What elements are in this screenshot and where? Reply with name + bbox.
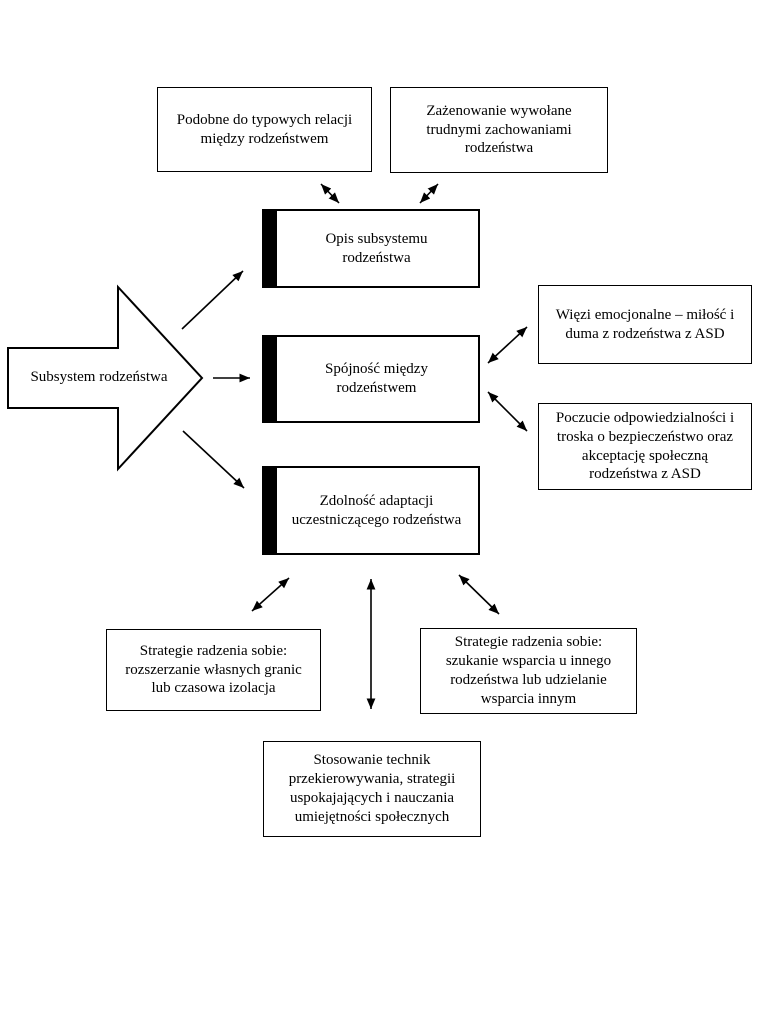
arrow-opis-zazenowanie <box>419 183 439 204</box>
box-coping-isolation-label: Strategie radzenia sobie: rozszerzanie w… <box>125 642 302 697</box>
arrow-zdolnosc-strategie-right <box>458 574 500 615</box>
box-adaptation-ability: Zdolność adaptacji uczestniczącego rodze… <box>262 466 480 555</box>
arrow-spojnosc-poczucie <box>487 391 528 432</box>
box-emotional-bonds-label: Więzi emocjonalne – miłość i duma z rodz… <box>555 306 735 342</box>
box-responsibility-label: Poczucie odpowiedzialności i troska o be… <box>555 409 735 483</box>
arrow-zdolnosc-strategie-left <box>251 577 290 612</box>
box-embarrassment-label: Zażenowanie wywołane trudnymi zachowania… <box>426 102 572 157</box>
arrow-to-opis <box>181 270 244 330</box>
box-typical-relations: Podobne do typowych relacji między rodze… <box>157 87 372 172</box>
box-subsystem-description: Opis subsystemu rodzeństwa <box>262 209 480 288</box>
box-emotional-bonds: Więzi emocjonalne – miłość i duma z rodz… <box>538 285 752 364</box>
box-techniques-label: Stosowanie technik przekierowywania, str… <box>288 752 456 825</box>
box-sibling-cohesion: Spójność między rodzeństwem <box>262 335 480 423</box>
box-coping-support: Strategie radzenia sobie: szukanie wspar… <box>420 628 637 714</box>
box-techniques: Stosowanie technik przekierowywania, str… <box>263 741 481 837</box>
box-coping-isolation: Strategie radzenia sobie: rozszerzanie w… <box>106 629 321 711</box>
box-subsystem-description-label: Opis subsystemu rodzeństwa <box>325 230 428 266</box>
box-embarrassment: Zażenowanie wywołane trudnymi zachowania… <box>390 87 608 173</box>
box-coping-support-label: Strategie radzenia sobie: szukanie wspar… <box>445 634 612 707</box>
box-typical-relations-label: Podobne do typowych relacji między rodze… <box>176 111 353 147</box>
subsystem-arrow-label: Subsystem rodzeństwa <box>30 369 168 385</box>
box-responsibility: Poczucie odpowiedzialności i troska o be… <box>538 403 752 490</box>
box-sibling-cohesion-label: Spójność między rodzeństwem <box>325 361 428 396</box>
box-adaptation-ability-label: Zdolność adaptacji uczestniczącego rodze… <box>291 492 462 528</box>
arrow-to-zdolnosc <box>182 430 245 489</box>
arrow-opis-typical <box>320 183 340 204</box>
arrow-spojnosc-wiezi <box>487 326 528 364</box>
subsystem-block-arrow <box>7 284 204 472</box>
